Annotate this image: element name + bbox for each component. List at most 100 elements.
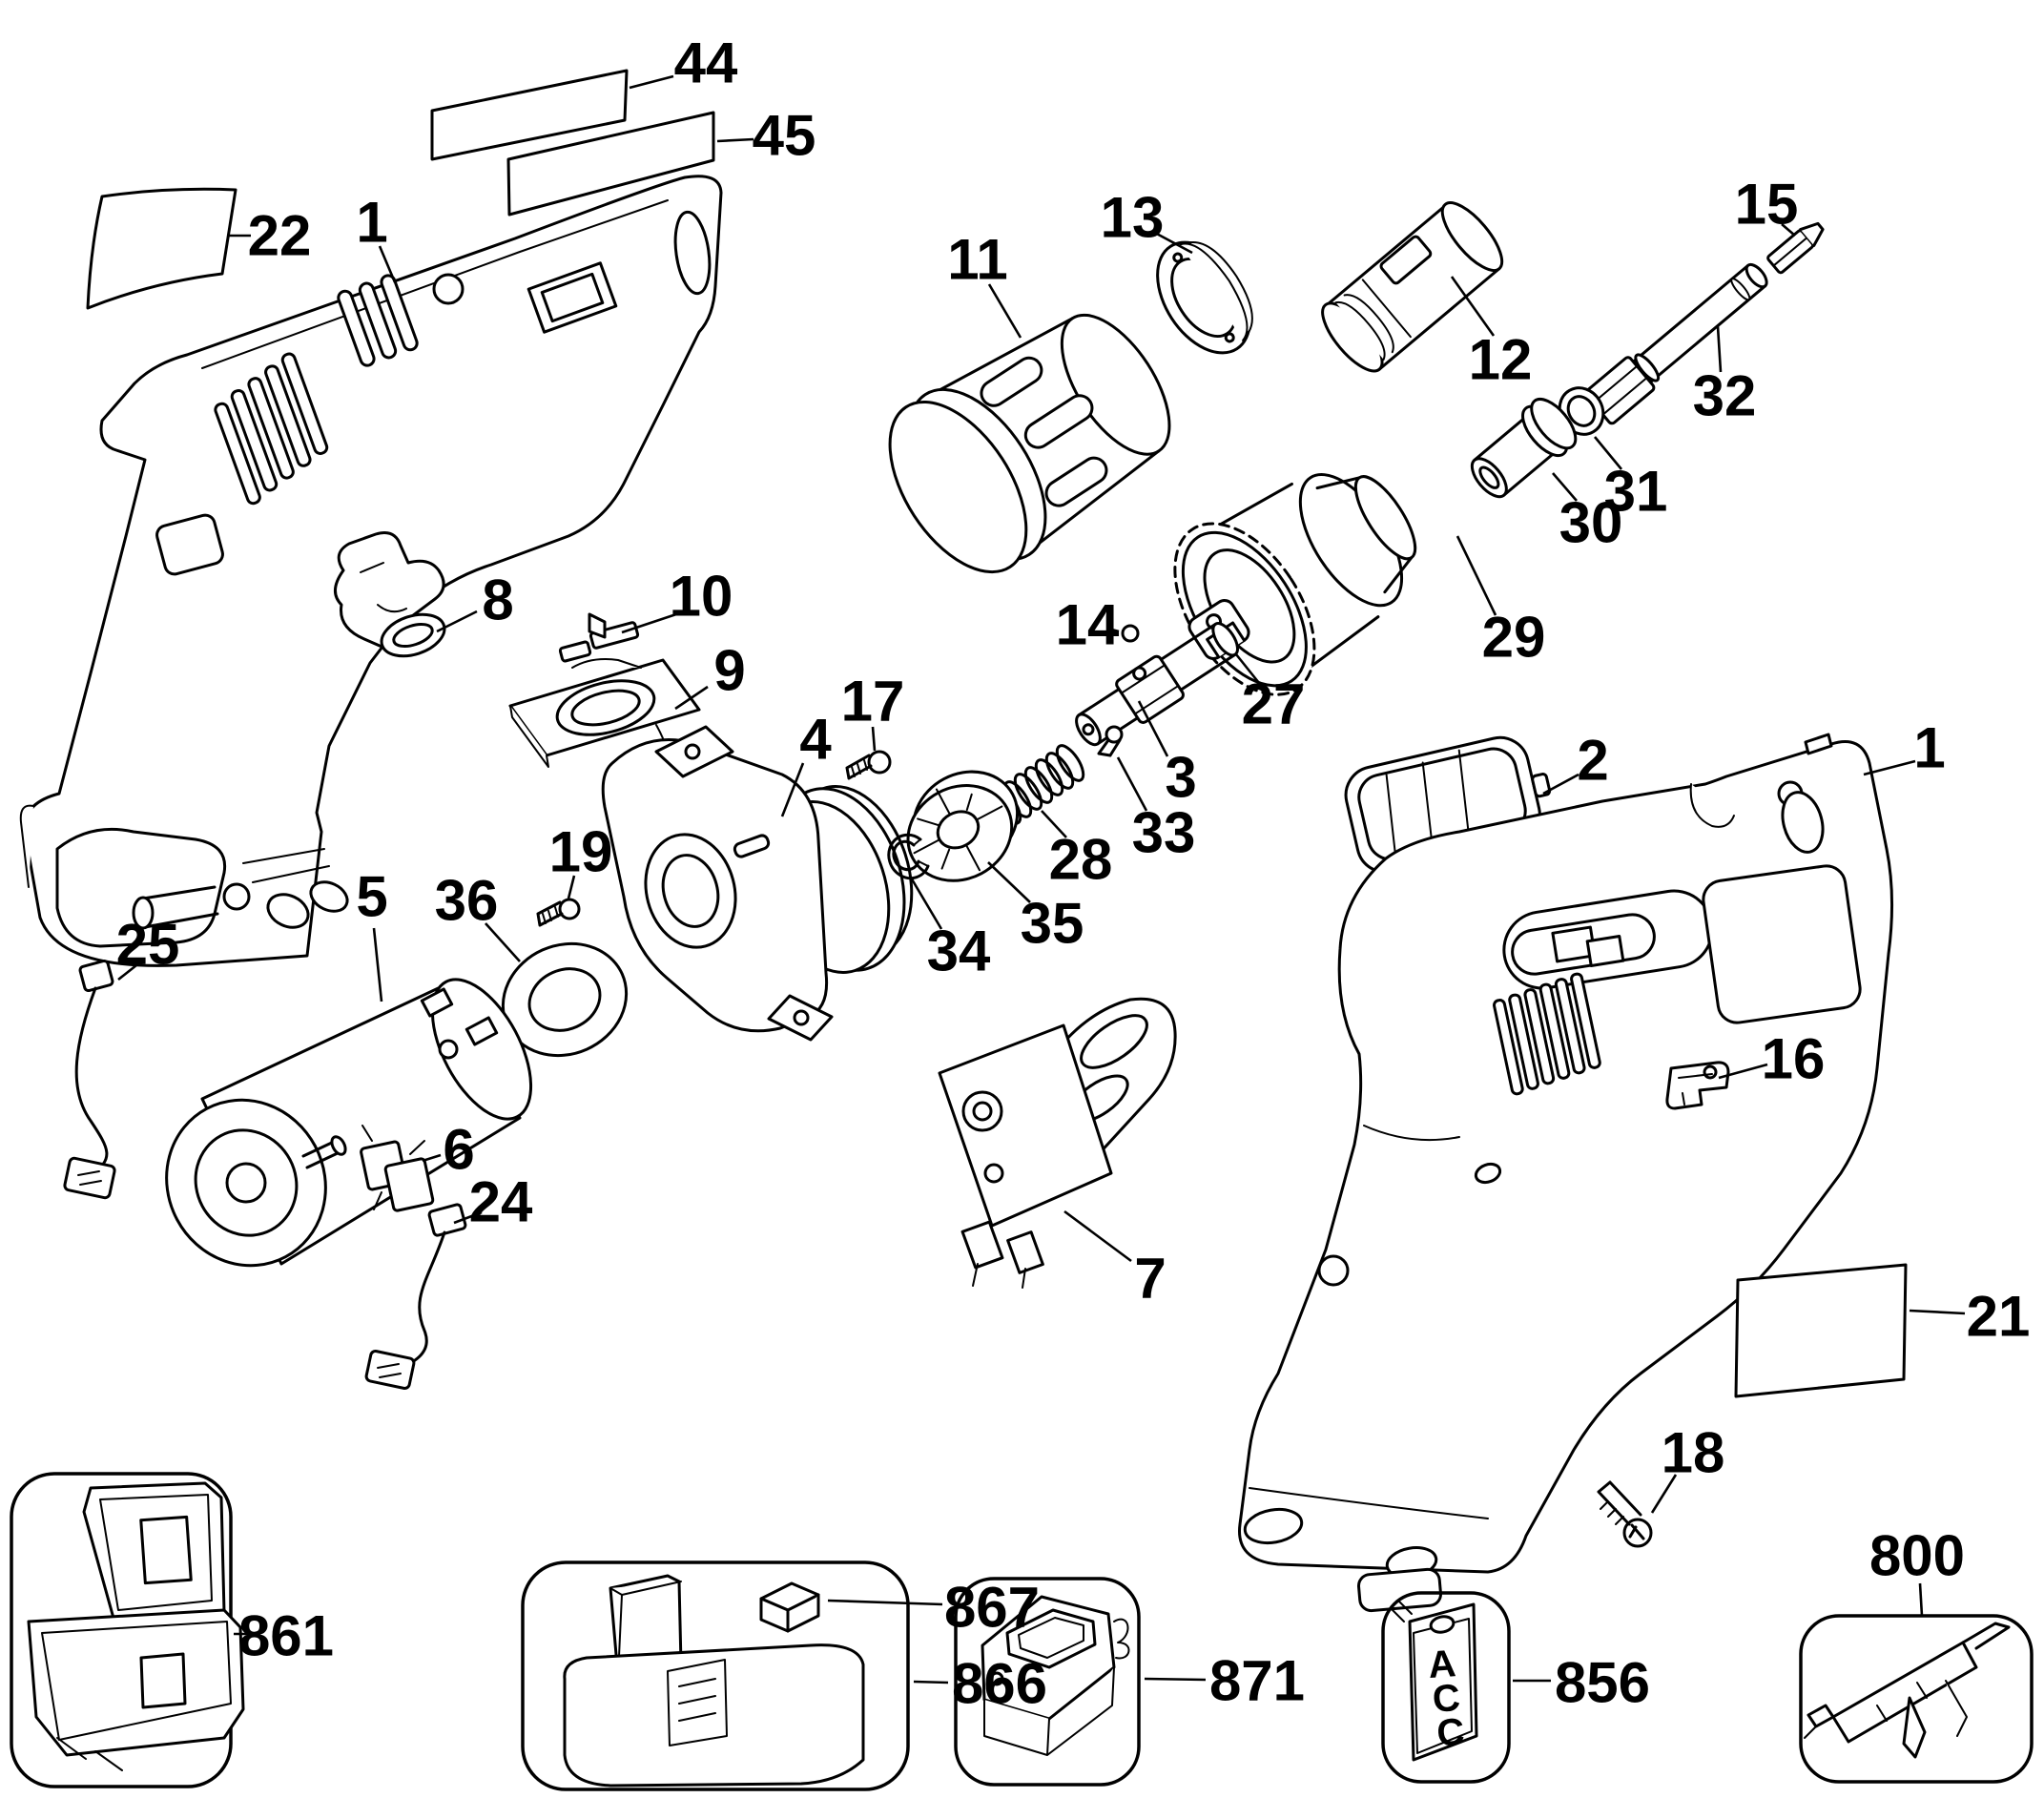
leader-line-screwdriver-bit [1781, 223, 1796, 237]
callout-washer: 36 [435, 869, 499, 933]
callout-bit-holder-shaft: 32 [1693, 364, 1757, 428]
battery-pack-drawing [521, 1560, 910, 1791]
leader-line-screw-17 [871, 726, 877, 752]
leader-line-motor [372, 927, 383, 1002]
callout-detent-pin: 33 [1132, 801, 1196, 865]
battery-chip-drawing [759, 1581, 820, 1633]
leader-line-detent-pin [1116, 756, 1148, 812]
leader-line-screw-19 [567, 875, 576, 899]
callout-clutch-plate: 35 [1021, 892, 1084, 956]
accessory-pack-drawing: A C C [1381, 1591, 1511, 1784]
leader-line-battery-pack [913, 1680, 949, 1684]
callout-lead-wire-25: 25 [116, 913, 180, 977]
collar-nut-drawing [1173, 473, 1417, 696]
charger-drawing [954, 1577, 1141, 1787]
leader-line-terminal-block [422, 1153, 442, 1163]
leader-line-lock-plate [674, 685, 709, 711]
lead-wire-24-drawing [364, 1203, 467, 1391]
acc-letter-2: C [1431, 1677, 1461, 1721]
callout-label-44: 44 [674, 31, 738, 95]
callout-retaining-ring-13: 13 [1101, 186, 1165, 250]
leader-line-housing-half-right [1863, 759, 1916, 776]
leader-line-switch [1063, 1209, 1132, 1263]
sticker-21-drawing [1734, 1263, 1908, 1398]
callout-spindle: 3 [1165, 746, 1196, 810]
callout-label-22: 22 [248, 204, 312, 268]
callout-o-ring: 31 [1604, 460, 1668, 524]
leader-line-caulk-gun-kit [1918, 1582, 1924, 1617]
motor-drawing [165, 848, 533, 1268]
leader-line-spacer [1552, 472, 1578, 502]
callout-battery-pack: 866 [952, 1652, 1047, 1716]
leader-line-label-21 [1909, 1309, 1966, 1315]
callout-screw-18: 18 [1662, 1421, 1725, 1485]
leader-line-collar-nut [1456, 535, 1497, 616]
callout-housing-half-left: 1 [356, 191, 387, 255]
leader-line-o-ring [1593, 436, 1623, 470]
callout-caulk-gun-kit: 800 [1869, 1524, 1965, 1588]
leader-line-clip [1718, 1063, 1768, 1080]
clip-drawing [1665, 1061, 1730, 1110]
callout-housing-half-right: 1 [1913, 716, 1945, 780]
leader-line-gear-case [780, 762, 805, 817]
callout-charger: 871 [1209, 1649, 1305, 1713]
kit-box-drawing [10, 1472, 245, 1788]
detent-pin-drawing [1097, 725, 1124, 757]
callout-lock-button: 10 [670, 565, 733, 629]
callout-clutch-cover: 2 [1577, 729, 1608, 793]
callout-belt-hook: 8 [482, 568, 513, 632]
callout-label-45: 45 [753, 104, 816, 168]
leader-line-battery-chip [827, 1599, 943, 1606]
leader-line-washer [485, 922, 521, 962]
screw-19-drawing [536, 898, 581, 927]
callout-label-21: 21 [1967, 1285, 2031, 1349]
leader-line-spring [1041, 810, 1067, 838]
acc-letter-1: A [1427, 1643, 1457, 1686]
callout-ball: 14 [1056, 593, 1120, 657]
leader-line-retaining-ring-34 [909, 877, 943, 930]
lead-wire-25-drawing [63, 959, 116, 1200]
callout-motor: 5 [356, 865, 387, 929]
leader-line-spindle [1137, 700, 1169, 757]
leader-line-nose-cylinder [1450, 276, 1496, 337]
spring-drawing [992, 744, 1085, 825]
callout-lead-wire-24: 24 [469, 1170, 533, 1234]
sticker-22-drawing [86, 187, 237, 310]
ball-drawing [1121, 624, 1140, 643]
gear-case-drawing [601, 725, 914, 1042]
screw-18-drawing [1597, 1480, 1653, 1548]
spacer-drawing [1470, 398, 1578, 499]
callout-clamp: 27 [1242, 672, 1306, 736]
leader-line-charger [1144, 1677, 1207, 1682]
screwdriver-bit-drawing [1766, 221, 1825, 275]
leader-line-ball [1107, 627, 1120, 633]
callout-screwdriver-bit: 15 [1735, 173, 1799, 237]
leader-line-lead-wire-25 [117, 963, 137, 982]
callout-accessory-pack: 856 [1555, 1651, 1650, 1715]
leader-line-housing-half-left [378, 245, 397, 283]
acc-letter-3: C [1435, 1711, 1466, 1755]
terminal-block-drawing [360, 1125, 435, 1212]
callout-gear-case: 4 [799, 708, 832, 772]
nose-cylinder-drawing [1321, 201, 1504, 373]
leader-line-clutch-collar [987, 283, 1022, 339]
belt-hook-drawing [334, 531, 446, 658]
switch-drawing [938, 997, 1177, 1289]
retaining-ring-34-drawing [887, 833, 930, 880]
leader-line-retaining-ring-13 [1152, 230, 1193, 255]
retaining-ring-13-drawing [1156, 240, 1253, 355]
callout-lock-plate: 9 [713, 639, 745, 703]
leader-line-clutch-cover [1542, 773, 1579, 796]
spindle-drawing [1075, 622, 1239, 747]
sticker-44-drawing [430, 69, 629, 161]
callout-retaining-ring-34: 34 [927, 920, 991, 983]
leader-line-label-45 [716, 137, 754, 143]
leader-line-lock-button [621, 611, 680, 634]
clutch-plate-drawing [906, 770, 1020, 882]
leader-line-clutch-plate [987, 861, 1031, 903]
lock-button-drawing [558, 612, 640, 663]
sticker-45-drawing [506, 111, 715, 217]
callout-terminal-block: 6 [443, 1118, 474, 1182]
callout-spring: 28 [1049, 828, 1113, 892]
